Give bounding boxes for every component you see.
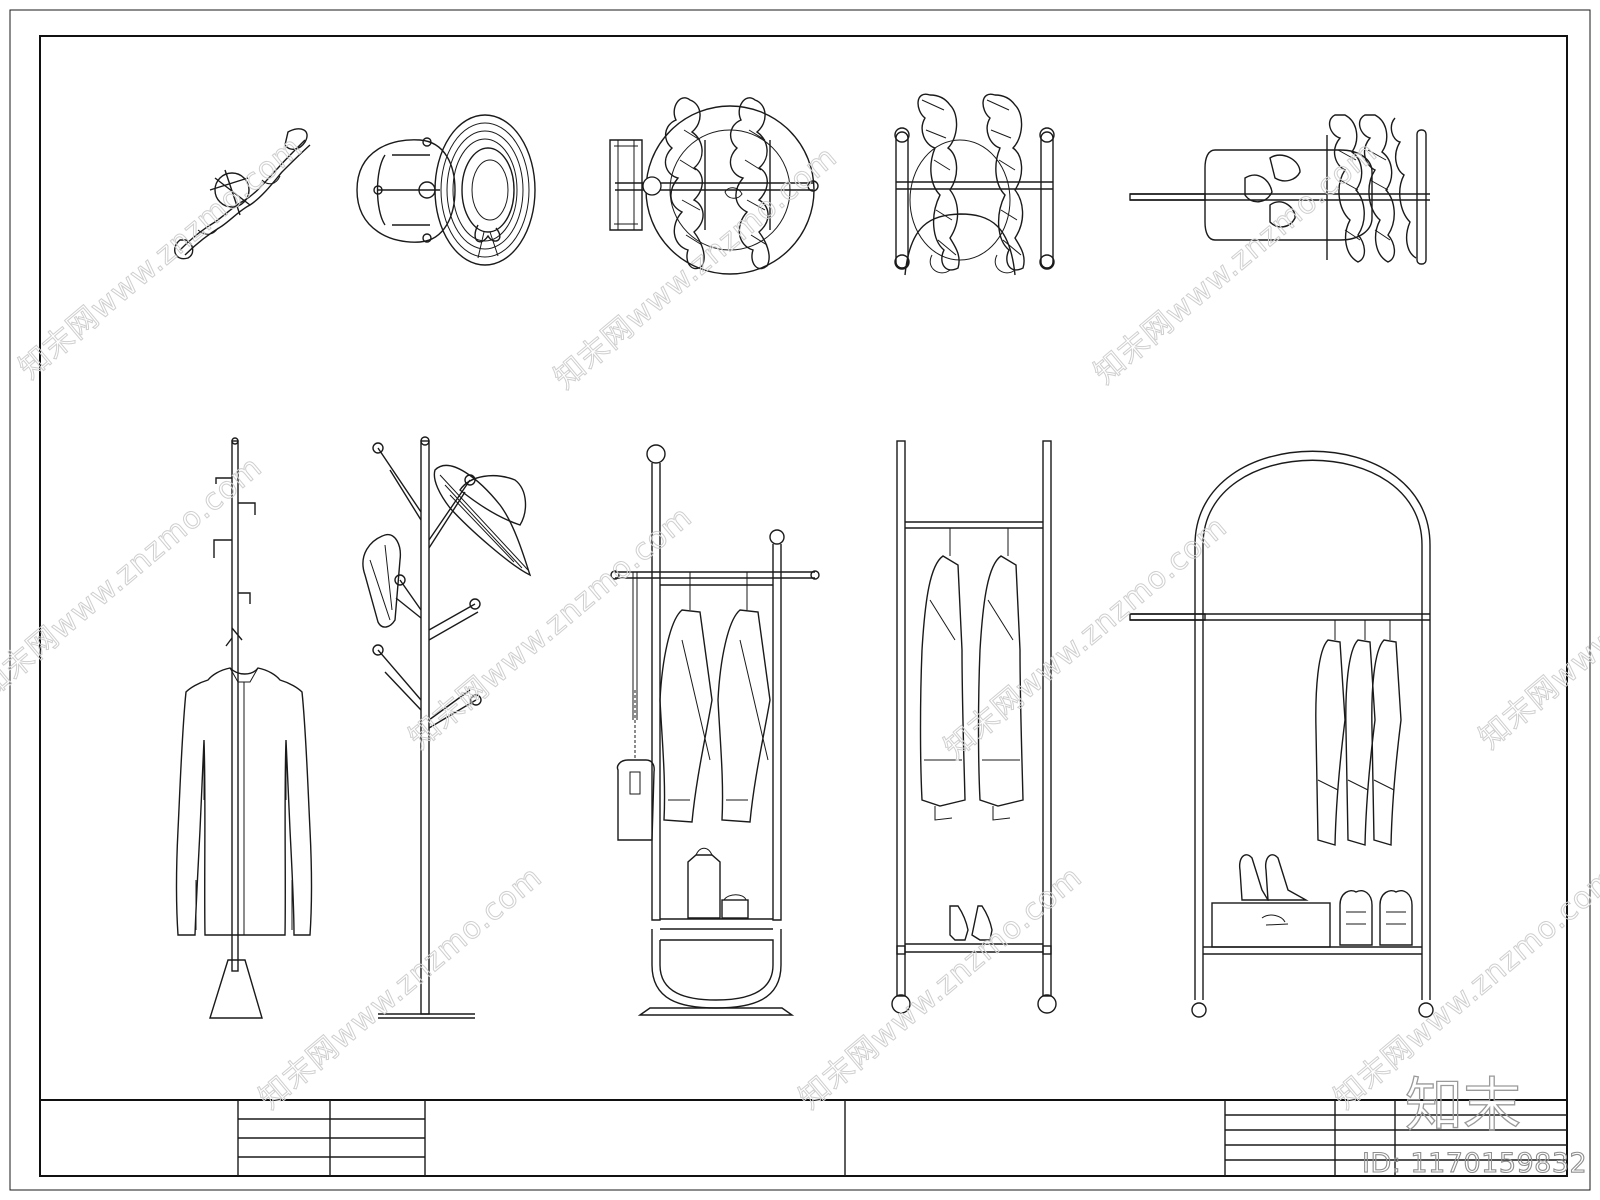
drawing-frame <box>39 35 1568 1177</box>
watermark-text: 知末网www.znzmo.com <box>548 139 844 396</box>
hat-tree-plan <box>356 114 536 266</box>
id-label: ID: 1170159832 <box>1362 1148 1587 1179</box>
coat-rack-plan <box>174 128 311 260</box>
outer-border <box>9 9 1591 1191</box>
watermark-text: 知末网www.znzmo.com <box>1473 499 1600 756</box>
garment-stand-elevation <box>610 444 820 1016</box>
arch-rack-elevation <box>1129 450 1434 1018</box>
watermark-text: 知末网www.znzmo.com <box>13 129 309 386</box>
coat-rack-elevation <box>175 437 313 1019</box>
watermark-layer: 知末网www.znzmo.com 知末网www.znzmo.com 知末网www… <box>0 129 1600 1117</box>
watermark-text: 知末网www.znzmo.com <box>403 499 699 756</box>
watermark-text: 知末网www.znzmo.com <box>938 509 1234 766</box>
watermark-text: 知末网www.znzmo.com <box>253 859 549 1116</box>
watermark-text: 知末网www.znzmo.com <box>1088 134 1384 391</box>
title-block <box>40 1099 1567 1176</box>
watermark-text: 知末网www.znzmo.com <box>793 859 1089 1116</box>
hat-tree-elevation <box>362 436 532 1019</box>
ladder-rack-elevation <box>891 440 1057 1014</box>
brand-logo: 知末 <box>1405 1071 1521 1139</box>
ladder-rack-plan <box>894 93 1055 276</box>
arch-rack-plan <box>1129 114 1430 265</box>
garment-stand-plan <box>609 97 819 275</box>
